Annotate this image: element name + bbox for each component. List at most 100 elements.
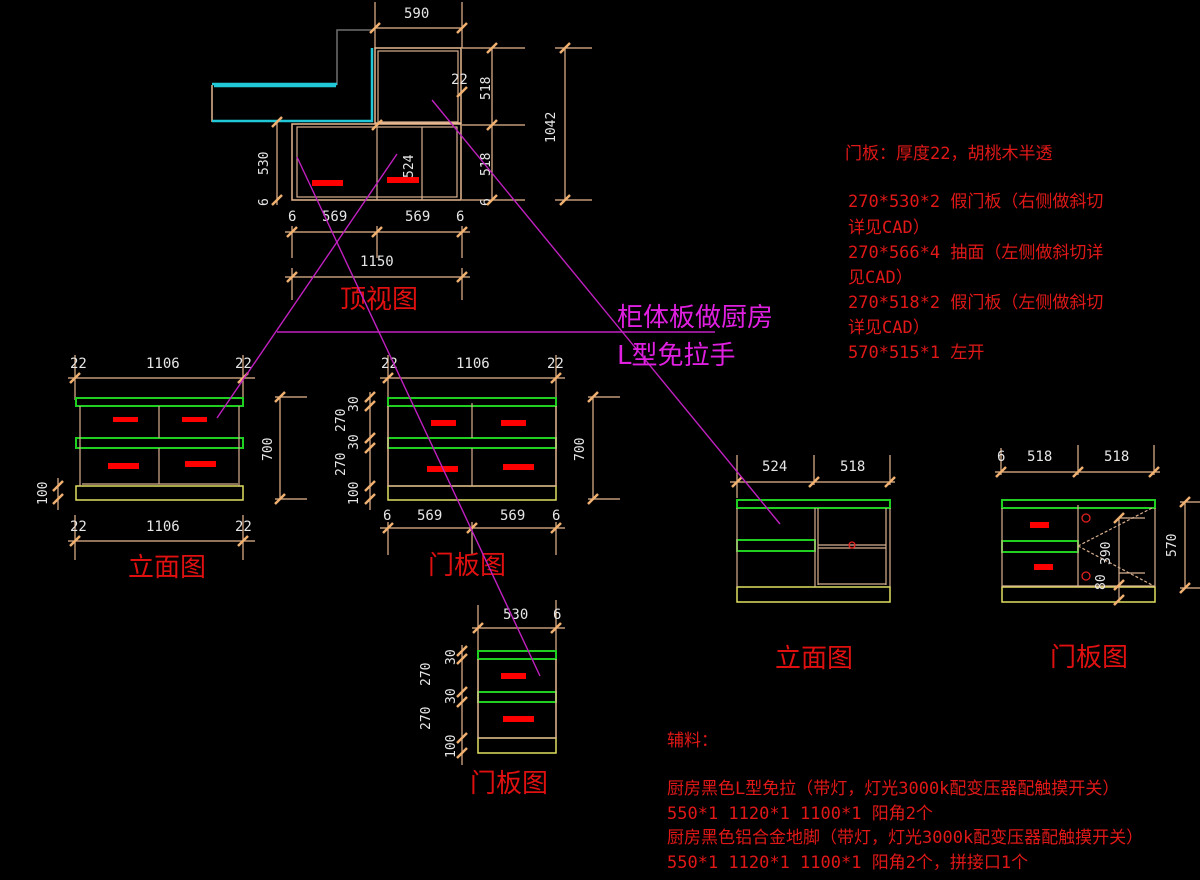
dim-22: 22 — [451, 72, 468, 88]
dimension-tick — [550, 372, 562, 384]
dim-1106-t: 1106 — [146, 356, 180, 372]
dimension-tick — [364, 432, 376, 444]
accessory-line: 厨房黑色L型免拉（带灯，灯光3000k配变压器配触摸开关） — [667, 779, 1119, 799]
door-panel-right: 6 518 518 390 80 570 门板图 — [995, 445, 1200, 673]
dimension-tick — [808, 476, 820, 488]
countertop-edge-outer — [212, 48, 374, 123]
dimension-tick — [550, 522, 562, 534]
leader-line — [216, 153, 398, 419]
annotation-line-1: 柜体板做厨房 — [617, 303, 773, 333]
spec-notes: 门板：厚度22，胡桃木半透 270*530*2 假门板（右侧做斜切 详见CAD）… — [845, 144, 1103, 363]
dimension-tick — [286, 271, 298, 283]
dimension-tick — [52, 493, 64, 505]
dim-100: 100 — [347, 482, 362, 505]
elevation-left: 22 1106 22 700 100 22 1106 22 立面图 — [36, 355, 307, 583]
dim-270-b: 270 — [334, 453, 349, 476]
dim-569-a: 569 — [322, 209, 347, 225]
dim-6: 6 — [553, 607, 561, 623]
dimension-tick — [364, 391, 376, 403]
dim-1150: 1150 — [360, 254, 394, 270]
dimension-tick — [1113, 512, 1125, 524]
dim-569-a: 569 — [417, 508, 442, 524]
dimension-tick — [486, 119, 498, 131]
dimension-tick — [271, 194, 283, 206]
dimension-tick — [69, 535, 81, 547]
handle-mark — [182, 417, 207, 422]
dim-22-tr: 22 — [235, 356, 252, 372]
dimension-tick — [364, 400, 376, 412]
dimension-tick — [274, 493, 286, 505]
accessory-line: 550*1 1120*1 1100*1 阳角2个，拼接口1个 — [667, 853, 1028, 873]
spec-line: 270*530*2 假门板（右侧做斜切 — [848, 192, 1103, 212]
dim-30-a: 30 — [347, 396, 362, 412]
dim-1106-t: 1106 — [456, 356, 490, 372]
dimension-tick — [364, 480, 376, 492]
dim-569-b: 569 — [405, 209, 430, 225]
handle-mark — [503, 464, 534, 470]
dimension-tick — [1113, 594, 1125, 606]
dimension-tick — [456, 686, 468, 698]
dimension-ticks — [52, 22, 1191, 759]
dim-22-br: 22 — [235, 519, 252, 535]
annotation-line-2: L型免拉手 — [617, 341, 736, 371]
dim-270-a: 270 — [419, 663, 434, 686]
handle-mark — [113, 417, 138, 422]
dim-6: 6 — [997, 449, 1005, 465]
dimension-tick — [237, 535, 249, 547]
dim-30-a: 30 — [444, 649, 459, 665]
dim-100: 100 — [444, 735, 459, 758]
dimension-tick — [271, 116, 283, 128]
dim-530: 530 — [257, 152, 272, 175]
accessory-line: 550*1 1120*1 1100*1 阳角2个 — [667, 804, 933, 824]
dim-390: 390 — [1099, 542, 1114, 565]
dim-6-right: 6 — [479, 198, 494, 206]
dim-524: 524 — [402, 154, 417, 178]
dimension-tick — [731, 476, 743, 488]
dimension-tick — [456, 226, 468, 238]
dimension-tick — [995, 466, 1007, 478]
door-panel-mid-title: 门板图 — [428, 551, 506, 581]
dimension-tick — [884, 476, 896, 488]
dimension-tick — [364, 493, 376, 505]
dimension-tick — [371, 226, 383, 238]
upper-cabinet-inner — [377, 50, 459, 123]
dimension-tick — [456, 653, 468, 665]
upper-cabinet — [374, 47, 462, 124]
dim-569-b: 569 — [500, 508, 525, 524]
handle-mark — [387, 177, 419, 183]
dimension-tick — [472, 622, 484, 634]
dimension-tick — [559, 42, 571, 54]
wall-outline — [336, 29, 373, 85]
handle-mark — [108, 463, 139, 469]
dimension-tick — [456, 271, 468, 283]
dim-590: 590 — [404, 6, 429, 22]
dimension-tick — [1113, 579, 1125, 591]
spec-line: 270*566*4 抽面（左侧做斜切详 — [848, 243, 1103, 263]
dimension-tick — [274, 391, 286, 403]
handle-mark — [501, 420, 526, 426]
dimension-tick — [466, 522, 478, 534]
dimension-tick — [456, 696, 468, 708]
door-panel-right-title: 门板图 — [1050, 643, 1128, 673]
dim-518-a: 518 — [1027, 449, 1052, 465]
dim-22-tl: 22 — [381, 356, 398, 372]
dimension-tick — [456, 747, 468, 759]
dimension-tick — [371, 119, 383, 131]
spec-line: 见CAD） — [848, 268, 913, 288]
dimension-tick — [587, 391, 599, 403]
dim-22-bl: 22 — [70, 519, 87, 535]
elevation-left-title: 立面图 — [128, 553, 206, 583]
dimension-tick — [1179, 582, 1191, 594]
spec-line: 详见CAD） — [848, 218, 930, 238]
dim-30-b: 30 — [444, 688, 459, 704]
hinge-mark — [848, 541, 856, 549]
accessories-header: 辅料： — [667, 731, 718, 751]
dimension-tick — [382, 522, 394, 534]
dim-530: 530 — [503, 607, 528, 623]
dimension-tick — [1072, 466, 1084, 478]
leader-lines — [216, 99, 781, 677]
dimension-tick — [1148, 466, 1160, 478]
dimension-tick — [369, 22, 381, 34]
accessories-notes: 辅料： 厨房黑色L型免拉（带灯，灯光3000k配变压器配触摸开关） 550*1 … — [667, 731, 1143, 873]
